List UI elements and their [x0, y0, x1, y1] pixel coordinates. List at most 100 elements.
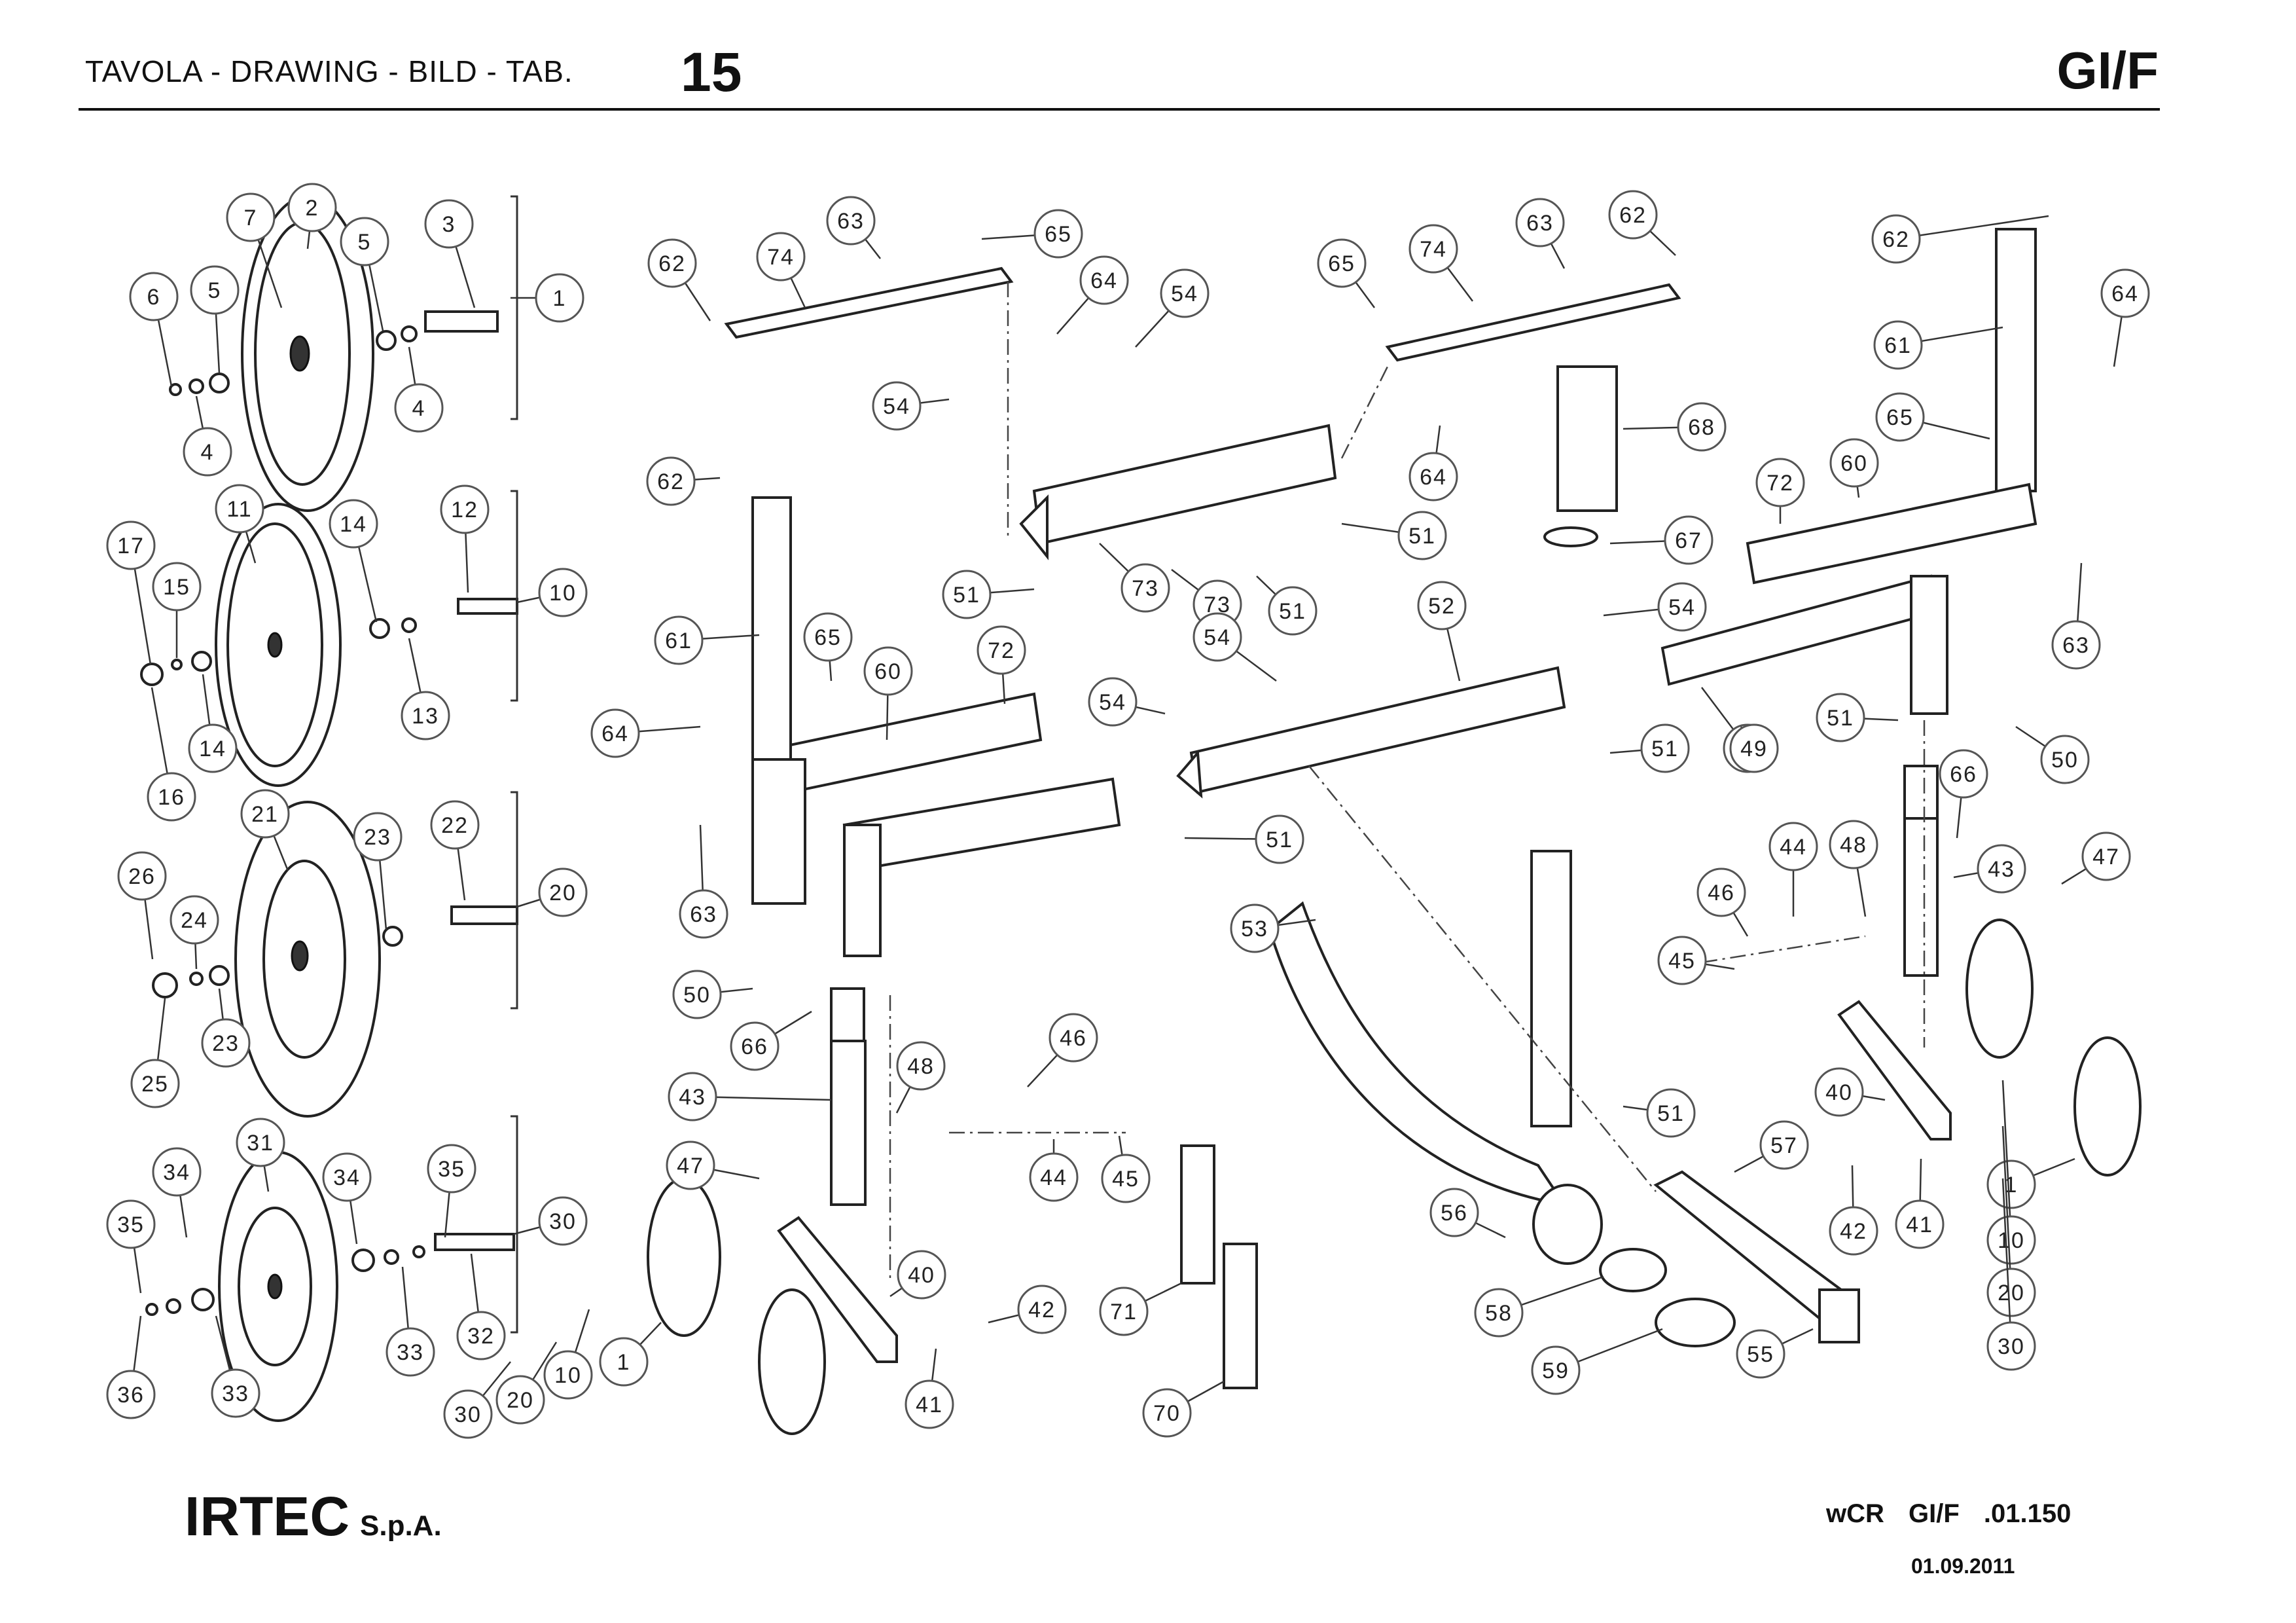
- callout-67: 67: [1609, 515, 1713, 565]
- callout-bubble: [1142, 1388, 1192, 1438]
- wheel-2-hub: [289, 335, 310, 372]
- callout-label: 10: [549, 581, 577, 606]
- callout-bubble: [1417, 581, 1467, 630]
- callout-bubble: [1939, 749, 1988, 799]
- washer-33: [384, 1249, 399, 1265]
- callout-65: 65: [1317, 238, 1376, 308]
- callout-bubble: [1160, 268, 1210, 318]
- callout-64: 64: [2100, 268, 2150, 367]
- callout-label: 61: [665, 629, 692, 653]
- callout-66: 66: [730, 1010, 812, 1071]
- axle-3: [424, 310, 499, 333]
- callout-bubble: [183, 427, 232, 477]
- callout-label: 66: [1950, 762, 1977, 787]
- callout-label: 40: [908, 1263, 935, 1288]
- axle-12: [457, 598, 518, 615]
- callout-56: 56: [1429, 1188, 1506, 1239]
- callout-bubble: [1736, 1329, 1785, 1379]
- callout-bubble: [386, 1327, 435, 1377]
- callout-14: 14: [329, 499, 378, 623]
- callout-bubble: [599, 1337, 649, 1387]
- callout-bubble: [430, 800, 480, 850]
- callout-label: 65: [814, 625, 842, 650]
- callout-bubble: [240, 789, 290, 839]
- callout-51: 51: [1184, 814, 1304, 864]
- callout-bubble: [440, 484, 490, 534]
- callout-bubble: [803, 612, 853, 662]
- callout-61: 61: [1873, 320, 2003, 370]
- callout-23: 23: [201, 988, 251, 1068]
- callout-44: 44: [1768, 822, 1818, 917]
- callout-60: 60: [1829, 438, 1879, 498]
- callout-label: 1: [617, 1350, 631, 1375]
- frame-parts: [647, 228, 2142, 1435]
- callout-53: 53: [1230, 903, 1316, 953]
- callout-label: 23: [212, 1031, 240, 1056]
- callout-12: 12: [440, 484, 490, 593]
- assembly-line: [1308, 765, 1657, 1192]
- callout-bubble: [1977, 844, 2026, 894]
- callout-label: 54: [1204, 625, 1231, 650]
- callout-46: 46: [1027, 1013, 1098, 1087]
- callout-31: 31: [236, 1118, 285, 1192]
- callout-label: 63: [690, 902, 717, 927]
- callout-label: 71: [1110, 1300, 1138, 1324]
- callout-64: 64: [1056, 255, 1129, 335]
- crossbar-73-tip: [1019, 494, 1049, 560]
- callout-bubble: [672, 970, 722, 1019]
- callout-bubble: [1397, 511, 1447, 560]
- callout-label: 73: [1132, 576, 1159, 601]
- callout-10: 10: [516, 568, 588, 617]
- callout-label: 51: [1651, 737, 1679, 761]
- callout-bubble: [1657, 582, 1707, 632]
- callout-bubble: [863, 646, 913, 696]
- callout-label: 24: [181, 908, 208, 933]
- callout-72: 72: [977, 625, 1026, 704]
- callout-47: 47: [666, 1140, 760, 1190]
- callout-30: 30: [1986, 1178, 2036, 1371]
- callout-label: 65: [1328, 251, 1355, 276]
- callout-51: 51: [1816, 693, 1899, 742]
- callout-bubble: [590, 708, 640, 758]
- callout-leader: [2001, 1080, 2013, 1241]
- callout-bubble: [647, 238, 697, 288]
- callout-1: 1: [511, 273, 584, 323]
- callout-bubble: [1088, 677, 1138, 727]
- hose-53: [1268, 901, 1568, 1207]
- clamp-59: [1655, 1298, 1736, 1347]
- callout-43: 43: [668, 1072, 832, 1122]
- callout-label: 54: [1668, 595, 1696, 620]
- beam-52: [1189, 666, 1566, 794]
- callout-bubble: [1017, 1285, 1067, 1334]
- callout-bubble: [495, 1375, 545, 1425]
- callout-33: 33: [211, 1315, 260, 1418]
- callout-bubble: [1646, 1088, 1696, 1138]
- callout-50: 50: [672, 970, 753, 1019]
- callout-label: 5: [358, 230, 372, 255]
- callout-label: 20: [549, 881, 577, 905]
- callout-bubble: [1729, 723, 1779, 773]
- callout-label: 65: [1045, 222, 1072, 247]
- callout-54: 54: [1603, 582, 1707, 632]
- callout-label: 51: [953, 583, 980, 608]
- bracket-1: [511, 195, 518, 420]
- callout-label: 10: [554, 1363, 582, 1388]
- callout-30: 30: [443, 1361, 511, 1439]
- callout-62: 62: [647, 238, 711, 321]
- callout-label: 68: [1688, 415, 1715, 440]
- callout-label: 74: [1420, 237, 1447, 262]
- bearing-14: [369, 618, 390, 639]
- callout-label: 63: [1526, 211, 1554, 236]
- callout-bubble: [170, 895, 219, 945]
- callout-label: 54: [1099, 690, 1126, 715]
- assembly-line: [1340, 366, 1389, 459]
- callout-62: 62: [1871, 214, 2049, 264]
- callout-52: 52: [1417, 581, 1467, 682]
- wheel-31-hub: [267, 1273, 283, 1300]
- callout-bubble: [1986, 1321, 2036, 1371]
- callout-label: 54: [883, 394, 910, 419]
- callout-label: 70: [1153, 1401, 1181, 1426]
- callout-33: 33: [386, 1266, 435, 1377]
- callout-51: 51: [1341, 511, 1447, 560]
- callout-bubble: [443, 1389, 493, 1439]
